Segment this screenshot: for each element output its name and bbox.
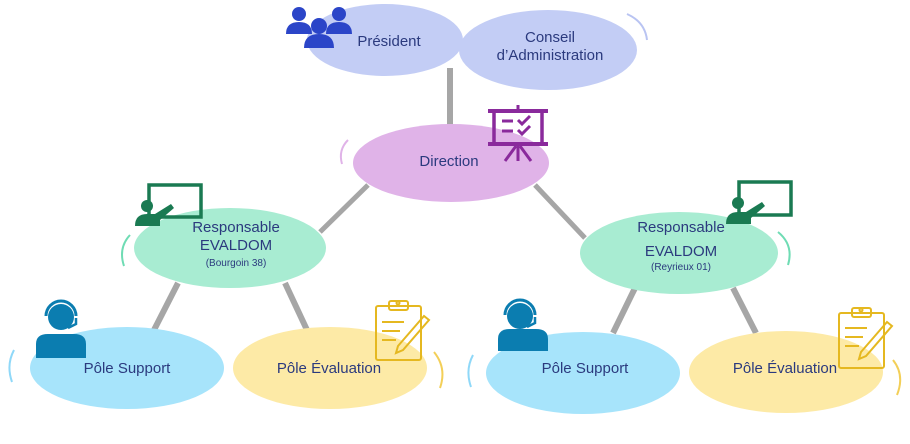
headset-agent-icon: [36, 299, 86, 358]
node-eval-right[interactable]: Pôle Évaluation: [689, 331, 902, 413]
node-resp-right[interactable]: Responsable EVALDOM (Reyrieux 01): [580, 212, 791, 294]
node-eval-left[interactable]: Pôle Évaluation: [233, 327, 444, 409]
support-right-ellipse: [486, 332, 680, 414]
resp-left-ellipse: [134, 208, 326, 288]
clipboard-pen-icon: [838, 307, 894, 369]
node-president[interactable]: [307, 4, 463, 76]
presentation-board-icon: [488, 105, 548, 162]
clipboard-pen-icon: [375, 300, 431, 361]
conseil-accent-arc: [626, 13, 648, 41]
support-left-label: Pôle Support: [84, 360, 172, 377]
edge-resp-left-eval: [282, 281, 310, 332]
resp-right-accent-arc: [777, 231, 791, 266]
support-right-label: Pôle Support: [542, 360, 630, 377]
support-left-accent-arc: [8, 349, 15, 383]
eval-left-accent-arc: [433, 351, 444, 389]
eval-left-ellipse: [233, 327, 427, 409]
headset-agent-icon: [498, 298, 548, 351]
resp-left-line2: EVALDOM: [200, 237, 272, 254]
conseil-label-line1: Conseil: [525, 29, 575, 46]
teacher-board-icon: [135, 183, 203, 226]
edge-resp-right-eval: [730, 286, 759, 335]
conseil-label-line2: d’Administration: [497, 47, 604, 64]
edge-direction-resp-right: [533, 183, 587, 240]
resp-left-line1: Responsable: [192, 219, 280, 236]
resp-right-ellipse: [580, 212, 778, 294]
edge-resp-right-support: [610, 286, 638, 335]
eval-right-ellipse: [689, 331, 883, 413]
edge-resp-left-support: [151, 281, 181, 332]
node-resp-left[interactable]: Responsable EVALDOM (Bourgoin 38): [121, 208, 326, 288]
teacher-board-icon: [726, 180, 793, 224]
node-direction[interactable]: Direction: [339, 124, 549, 202]
support-right-accent-arc: [467, 354, 474, 388]
eval-left-label: Pôle Évaluation: [277, 360, 381, 377]
direction-accent-arc: [339, 139, 349, 165]
eval-right-accent-arc: [892, 359, 902, 396]
conseil-ellipse: [459, 10, 637, 90]
resp-right-line1: Responsable: [637, 219, 725, 236]
resp-right-line3: (Reyrieux 01): [651, 262, 711, 273]
node-support-right[interactable]: Pôle Support: [467, 332, 680, 414]
resp-right-line2: EVALDOM: [645, 243, 717, 260]
direction-label: Direction: [419, 153, 478, 170]
edge-direction-resp-left: [318, 183, 370, 234]
resp-left-accent-arc: [121, 234, 131, 267]
eval-right-label: Pôle Évaluation: [733, 360, 837, 377]
president-label: Président: [357, 33, 421, 50]
resp-left-line3: (Bourgoin 38): [206, 258, 267, 269]
people-group-icon: [286, 7, 352, 48]
node-conseil[interactable]: Conseil d’Administration: [459, 10, 648, 90]
connectors: [151, 68, 759, 335]
president-ellipse: [307, 4, 463, 76]
